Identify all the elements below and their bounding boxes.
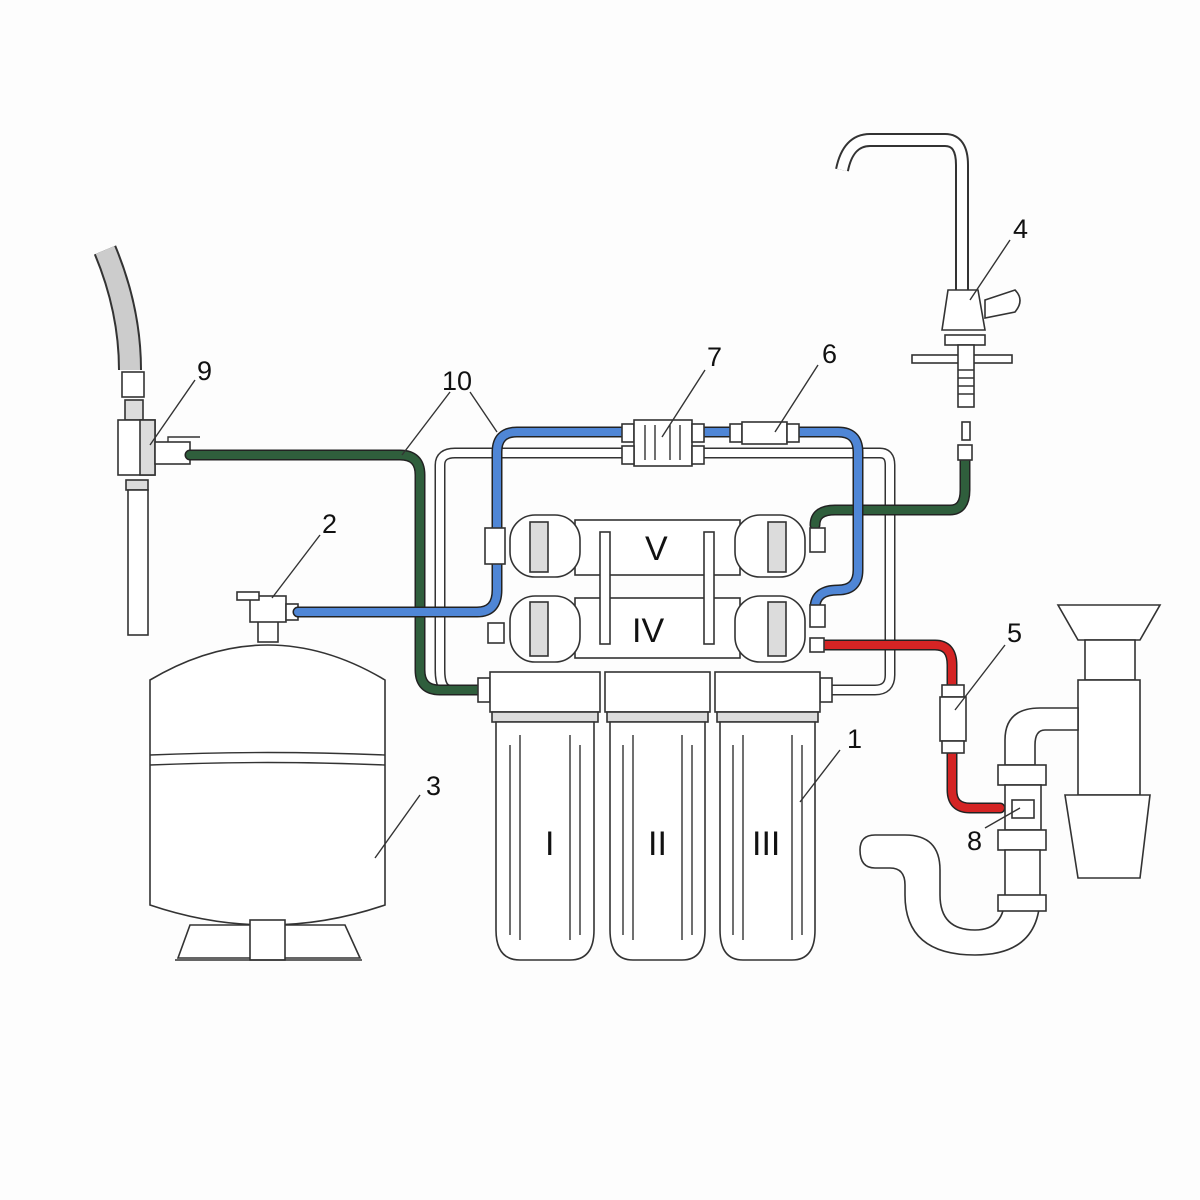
stage-v-label: V (645, 530, 668, 568)
callout-2: 2 (322, 509, 337, 539)
stage-i-label: I (545, 825, 554, 863)
purified-line (292, 426, 864, 618)
sink-drain-trap (859, 604, 1162, 956)
callout-3: 3 (426, 771, 441, 801)
callout-6: 6 (822, 339, 837, 369)
callout-4: 4 (1013, 214, 1028, 244)
flow-restrictor-and-check-valve (621, 419, 800, 467)
stage-ii-label: II (648, 825, 667, 863)
callout-leaders (149, 239, 1021, 859)
callout-7: 7 (707, 342, 722, 372)
callout-10: 10 (442, 366, 472, 396)
stage-iii-label: III (752, 825, 780, 863)
callout-9: 9 (197, 356, 212, 386)
feed-line (184, 449, 971, 696)
membrane-housings: V IV (484, 514, 826, 663)
prefilter-housings: I II III (477, 671, 833, 961)
drain-line (816, 639, 1006, 814)
faucet (835, 133, 1021, 461)
callout-5: 5 (1007, 618, 1022, 648)
callout-1: 1 (847, 724, 862, 754)
stage-iv-label: IV (632, 612, 664, 650)
feed-valve-assembly (93, 245, 200, 636)
callout-8: 8 (967, 826, 982, 856)
storage-tank (149, 591, 386, 961)
